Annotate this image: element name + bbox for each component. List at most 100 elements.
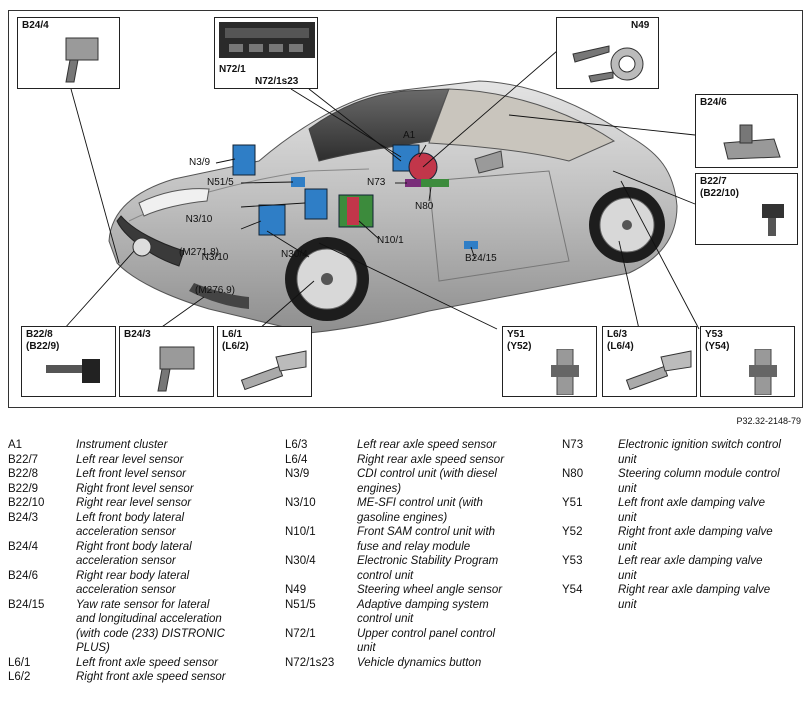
control-panel-icon: [219, 22, 315, 58]
callout-l6-1: L6/1 (L6/2): [217, 326, 312, 397]
legend-code: B24/4: [8, 540, 39, 553]
legend-row: L6/4 Right rear axle speed sensor: [285, 453, 535, 468]
callout-n72-1s23-label: N72/1s23: [255, 76, 299, 87]
legend-description-line: Left rear axle damping valve: [618, 555, 763, 567]
legend-description-line: unit: [618, 569, 637, 582]
legend-description-line: unit: [618, 598, 637, 611]
sensor-icon: [65, 37, 99, 83]
legend-code: B22/10: [8, 497, 45, 509]
legend-description-line: ME-SFI control unit (with: [357, 497, 483, 509]
legend-code: Y53: [562, 555, 583, 567]
callout-b24-6: B24/6: [695, 94, 798, 168]
legend-description-line: fuse and relay module: [357, 540, 471, 553]
legend-description: Left rear level sensor: [76, 453, 183, 468]
side-mirror: [474, 150, 504, 174]
legend-code: N30/4: [285, 555, 316, 567]
callout-y52-label: (Y52): [507, 341, 532, 352]
legend-description: Right front axle speed sensor: [76, 670, 226, 685]
component-n3-10-m271: [304, 188, 328, 220]
legend-description-line: Right front axle damping valve: [618, 526, 773, 538]
legend-description-line: Left front axle speed sensor: [76, 656, 218, 669]
lower-intake: [189, 283, 249, 309]
legend-description: Left rear axle speed sensor: [357, 438, 496, 453]
legend-code: N3/10: [285, 497, 316, 509]
component-n73: [405, 179, 421, 187]
legend-description: Instrument cluster: [76, 438, 167, 453]
legend-description-line: Right rear body lateral: [76, 569, 190, 582]
callout-l6-2-label: (L6/2): [222, 341, 249, 352]
legend-description-line: Left front level sensor: [76, 468, 186, 480]
callout-y54-label: (Y54): [705, 341, 730, 352]
label-b24-15: B24/15: [465, 253, 497, 264]
legend-description: Right front axle damping valve unit: [618, 525, 773, 554]
label-n3-10-m271: N3/10 (M271.8): [179, 192, 219, 280]
legend-description-line: Yaw rate sensor for lateral: [76, 598, 210, 611]
callout-b24-3: B24/3: [119, 326, 214, 397]
callout-y53-label: Y53: [705, 329, 723, 340]
legend-description-line: Left front axle damping valve: [618, 497, 766, 509]
legend-description-line: Vehicle dynamics button: [357, 656, 482, 669]
component-n3-10-m276: [258, 204, 286, 236]
component-b24-15: [464, 241, 478, 249]
legend-description-line: control unit: [357, 613, 414, 625]
legend-description-line: unit: [618, 511, 637, 524]
legend-code: N49: [285, 584, 307, 596]
label-n3-10-m276: N3/10 (M276.9): [195, 230, 235, 318]
legend-description-line: control unit: [357, 569, 414, 582]
leader-lines: [63, 50, 700, 330]
legend-code: N73: [562, 439, 584, 451]
legend-code: L6/2: [8, 671, 31, 683]
callout-l6-4-label: (L6/4): [607, 341, 634, 352]
legend-row: Y52 Right front axle damping valve unit: [562, 525, 811, 554]
legend-description-line: unit: [618, 482, 637, 495]
legend-code: N51/5: [285, 598, 316, 611]
component-n3-9: [232, 144, 256, 176]
label-a1: A1: [403, 130, 416, 141]
label-n10-1: N10/1: [377, 235, 404, 246]
callout-b22-9-label: (B22/9): [26, 341, 60, 352]
callout-l6-1-label: L6/1: [222, 329, 243, 340]
legend-description-line: PLUS): [76, 642, 110, 654]
legend-code: Y51: [562, 497, 583, 509]
legend-description-line: unit: [618, 453, 637, 466]
callout-n72: N72/1 N72/1s23: [214, 17, 318, 89]
legend-code: N10/1: [285, 526, 316, 538]
component-n80: [421, 179, 449, 187]
callout-y51-label: Y51: [507, 329, 525, 340]
legend-description: Right rear axle speed sensor: [357, 453, 504, 468]
speed-sensor-icon: [625, 350, 692, 391]
legend-code: L6/4: [285, 453, 308, 466]
legend-description-line: unit: [618, 540, 637, 553]
component-n51-5: [291, 177, 305, 187]
legend-code: B24/6: [8, 569, 39, 582]
legend-code: Y52: [562, 526, 583, 538]
label-n51-5: N51/5: [207, 177, 234, 188]
callout-b22-7-label: B22/7: [700, 176, 727, 187]
headlight: [138, 188, 210, 217]
legend-description-line: Left rear level sensor: [76, 453, 184, 466]
legend-code: N3/9: [285, 468, 310, 480]
callout-n49-label: N49: [631, 20, 650, 31]
label-n73: N73: [367, 177, 386, 188]
label-n80: N80: [415, 201, 434, 212]
star-logo: [132, 237, 152, 257]
legend-code: Y54: [562, 584, 583, 596]
angle-sensor-icon: [572, 45, 644, 83]
legend-code: N80: [562, 468, 584, 480]
grille: [116, 215, 185, 267]
callout-b22-10-label: (B22/10): [700, 188, 739, 199]
legend-description: Right rear level sensor: [76, 496, 191, 511]
